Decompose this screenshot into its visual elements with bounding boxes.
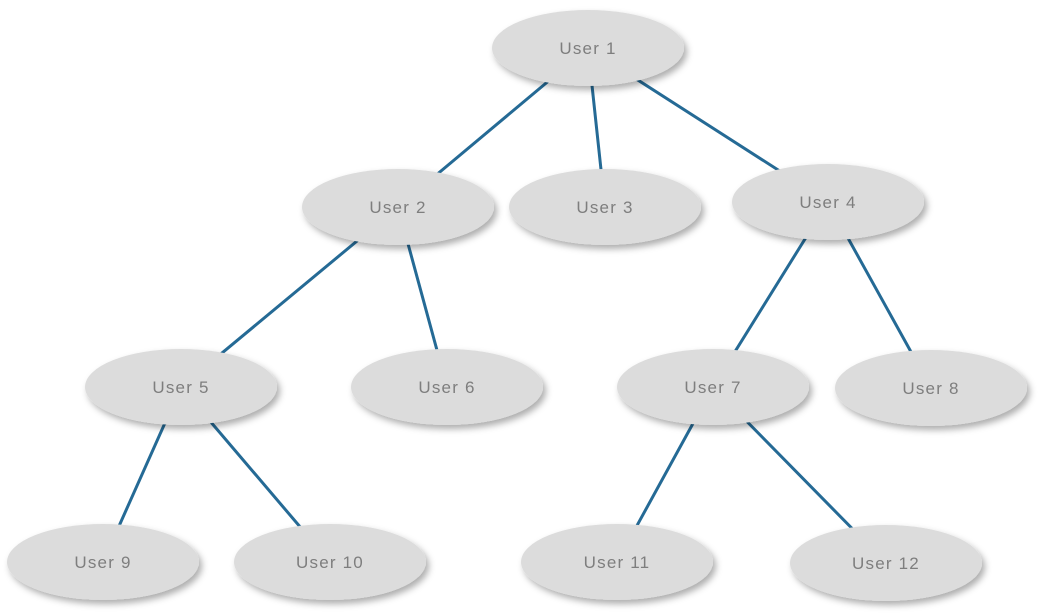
node-user-12[interactable]: User 12 xyxy=(790,525,982,601)
node-user-5[interactable]: User 5 xyxy=(85,349,277,425)
node-ellipse-user-1[interactable] xyxy=(492,10,684,86)
node-ellipse-user-2[interactable] xyxy=(302,169,494,245)
node-ellipse-user-12[interactable] xyxy=(790,525,982,601)
node-user-9[interactable]: User 9 xyxy=(7,524,199,600)
node-ellipse-user-10[interactable] xyxy=(234,524,426,600)
node-user-7[interactable]: User 7 xyxy=(617,349,809,425)
node-user-3[interactable]: User 3 xyxy=(509,169,701,245)
node-user-6[interactable]: User 6 xyxy=(351,349,543,425)
node-user-8[interactable]: User 8 xyxy=(835,350,1027,426)
node-ellipse-user-9[interactable] xyxy=(7,524,199,600)
node-ellipse-user-5[interactable] xyxy=(85,349,277,425)
node-ellipse-user-3[interactable] xyxy=(509,169,701,245)
edges-layer xyxy=(101,46,933,565)
node-ellipse-user-11[interactable] xyxy=(521,524,713,600)
node-ellipse-user-7[interactable] xyxy=(617,349,809,425)
node-user-1[interactable]: User 1 xyxy=(492,10,684,86)
node-user-4[interactable]: User 4 xyxy=(732,164,924,240)
node-ellipse-user-6[interactable] xyxy=(351,349,543,425)
node-user-2[interactable]: User 2 xyxy=(302,169,494,245)
node-user-11[interactable]: User 11 xyxy=(521,524,713,600)
node-ellipse-user-4[interactable] xyxy=(732,164,924,240)
node-ellipse-user-8[interactable] xyxy=(835,350,1027,426)
node-user-10[interactable]: User 10 xyxy=(234,524,426,600)
